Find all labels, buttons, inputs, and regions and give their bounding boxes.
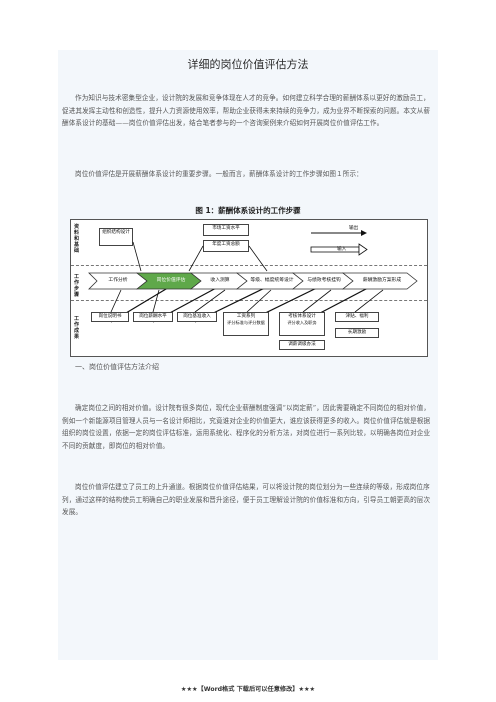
steps-band	[71, 265, 427, 301]
step-grade-design: 等级、幅度统筹设计	[250, 278, 294, 283]
result-allowance: 津贴、福利	[335, 312, 379, 322]
basis-box-org: 组织结构设计	[99, 228, 133, 246]
step-incentive-plan: 薪酬激励方案形成	[362, 278, 402, 283]
step-job-analysis: 工作分析	[108, 278, 128, 283]
figure-title: 图 1：薪酬体系设计的工作步骤	[195, 206, 301, 215]
intro-paragraph: 作为知识与技术密集型企业，设计院的发展和竞争体现在人才的竞争。如何建立科学合理的…	[62, 94, 431, 128]
section-heading: 一、岗位价值评估方法介绍	[75, 363, 159, 371]
footer-note: ★★★【Word格式 下载后可以任意修改】★★★	[180, 686, 316, 693]
diagram-arrows	[88, 230, 418, 323]
intro-paragraph-2: 岗位价值评估是开展薪酬体系设计的重要步骤。一般而言，薪酬体系设计的工作步骤如图１…	[75, 170, 363, 178]
step-income-calc: 收入测算	[210, 278, 230, 283]
page-title: 详细的岗位价值评估方法	[187, 58, 309, 71]
result-base-income: 岗位基准收入	[177, 312, 217, 322]
legend-output: 输出	[349, 226, 359, 231]
result-pay-series-sub: 评分标准与评分数据	[227, 320, 265, 325]
workflow-figure: 图 1：薪酬体系设计的工作步骤 资料和基础 工作步骤 工作成果 组织结构设计 市…	[62, 205, 434, 357]
band-label-basis: 资料和基础	[74, 224, 80, 254]
band-label-results: 工作成果	[74, 316, 80, 340]
result-pay-series: 工资系列 评分标准与评分数据	[223, 312, 269, 336]
basis-box-budget: 年度工资总额	[203, 240, 249, 252]
step-performance-link: 与绩效考核挂钩	[307, 278, 341, 283]
basis-box-market: 市场工资水平	[203, 224, 249, 236]
workflow-diagram: 资料和基础 工作步骤 工作成果 组织结构设计 市场工资水平 年度工资总额	[70, 219, 428, 357]
basis-band	[71, 220, 427, 266]
legend-input: 输入	[337, 247, 347, 252]
result-appraisal-sub: 评分收入及职务	[287, 320, 317, 325]
body-paragraph-1: 确定岗位之间的相对价值。设计院有很多岗位，现代企业薪酬制度强调“以岗定薪”，因此…	[62, 404, 431, 450]
result-appraisal-system: 考核体系设计 评分收入及职务	[279, 312, 325, 336]
result-pay-series-label: 工资系列	[236, 314, 256, 319]
body-paragraph-2: 岗位价值评估建立了员工的上升通道。根据岗位价值评估结果，可以将设计院的岗位划分为…	[62, 483, 431, 517]
step-job-evaluation: 岗位价值评估	[156, 278, 186, 283]
band-label-steps: 工作步骤	[74, 274, 80, 298]
result-long-term: 长期激励	[335, 328, 379, 338]
result-adjustment-rules: 调薪调级办法	[279, 340, 325, 350]
result-job-description: 岗位说明书	[91, 312, 129, 322]
result-appraisal-label: 考核体系设计	[288, 314, 316, 319]
result-job-pay-level: 岗位薪酬水平	[133, 312, 173, 322]
